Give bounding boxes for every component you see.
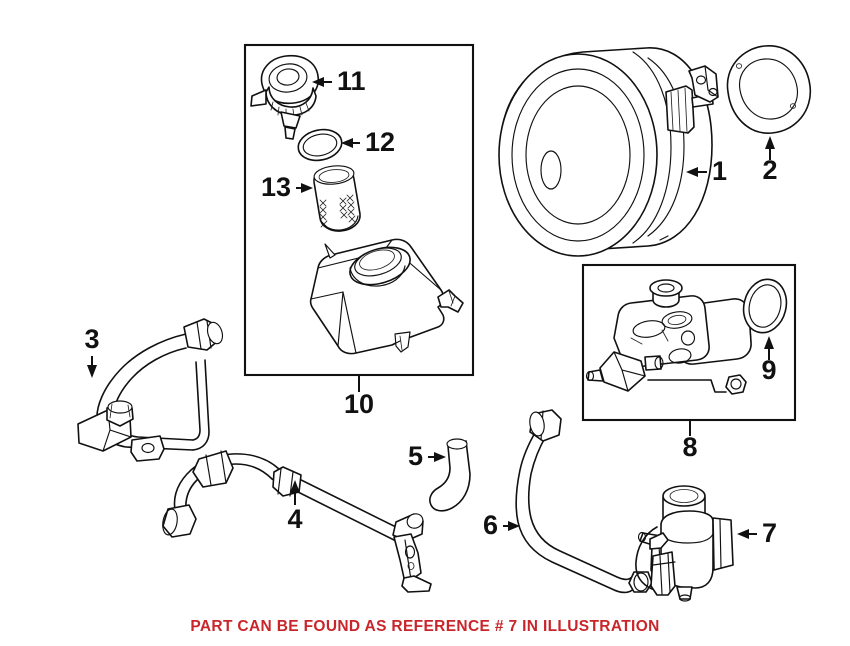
part-reservoir-cap-o-ring: [297, 128, 343, 162]
part-master-cylinder-assembly: [585, 279, 752, 395]
part-master-cylinder-seal: [742, 278, 788, 334]
part-vacuum-hose-check-valve: [77, 318, 224, 462]
callout-label-13: 13: [261, 172, 291, 202]
part-reservoir-strainer: [313, 165, 361, 232]
callout-11: 11: [312, 66, 366, 96]
strainer-mesh: [319, 194, 356, 228]
part-fluid-reservoir: [309, 238, 464, 355]
callout-6: 6: [483, 510, 520, 540]
part-brake-booster: [498, 47, 719, 257]
callout-3: 3: [84, 324, 100, 378]
callout-1: 1: [686, 156, 727, 186]
part-vacuum-hose-long: [162, 450, 432, 593]
callout-label-1: 1: [712, 156, 727, 186]
callout-7: 7: [737, 518, 777, 548]
part-vacuum-elbow-hose: [429, 438, 471, 512]
group-label-8: 8: [682, 432, 697, 462]
callout-label-11: 11: [337, 66, 366, 96]
group-box-master-cylinder: 8: [581, 263, 797, 462]
callout-label-7: 7: [762, 518, 777, 548]
callout-label-5: 5: [408, 441, 423, 471]
callout-label-4: 4: [287, 504, 302, 534]
callout-4: 4: [287, 480, 303, 534]
callout-12: 12: [341, 127, 395, 157]
callout-13: 13: [261, 172, 313, 202]
callout-2: 2: [762, 136, 778, 185]
callout-9: 9: [761, 336, 777, 385]
callout-label-3: 3: [84, 324, 99, 354]
part-vacuum-pump: [635, 485, 734, 602]
callout-label-12: 12: [365, 127, 395, 157]
part-vacuum-pump-hose: [515, 409, 674, 594]
group-label-10: 10: [344, 389, 374, 419]
part-booster-gasket: [726, 45, 812, 134]
reference-caption: PART CAN BE FOUND AS REFERENCE # 7 IN IL…: [190, 618, 660, 635]
part-reservoir-cap: [250, 54, 319, 140]
callout-label-2: 2: [762, 155, 777, 185]
group-box-reservoir: [243, 43, 475, 392]
callout-5: 5: [408, 441, 446, 471]
callout-label-9: 9: [761, 355, 776, 385]
callout-label-6: 6: [483, 510, 498, 540]
